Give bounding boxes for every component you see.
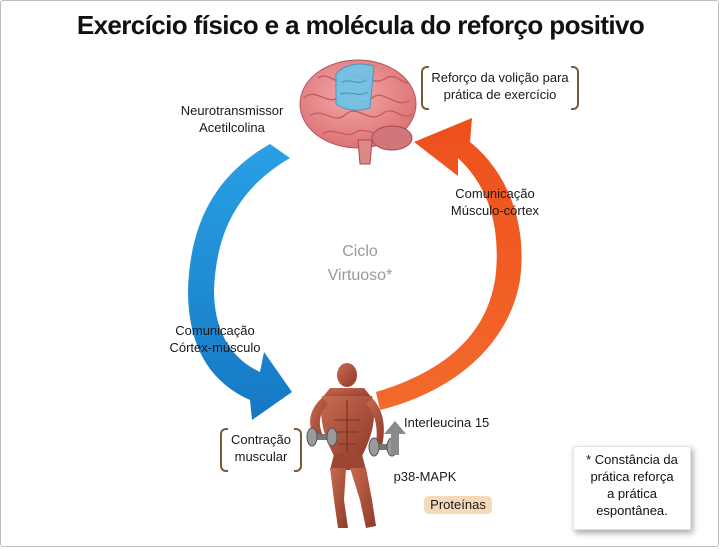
proteinas-badge: Proteínas	[424, 496, 492, 514]
label-comunicacao-cm-line2: Córtex-músculo	[169, 340, 261, 355]
muscle-anatomy-figure	[306, 363, 398, 528]
note-box: * Constância da prática reforça a prátic…	[573, 446, 691, 530]
note-line4: espontânea.	[596, 503, 668, 518]
note-line3: a prática	[607, 486, 657, 501]
label-comunicacao-cm-line1: Comunicação	[175, 323, 255, 338]
page-title: Exercício físico e a molécula do reforço…	[76, 10, 645, 40]
label-comunicacao-mc-line2: Músculo-córtex	[450, 203, 540, 218]
label-neurotransmissor-line2: Acetilcolina	[199, 120, 265, 135]
contracao-line2: muscular	[234, 449, 288, 464]
reforco-line2: prática de exercício	[443, 87, 557, 102]
label-p38-mapk: p38-MAPK	[393, 469, 457, 484]
center-label-line1: Ciclo	[342, 243, 378, 260]
label-comunicacao-musculo-cortex: Comunicação Músculo-córtex	[425, 185, 565, 219]
center-label: Ciclo Virtuoso*	[290, 240, 430, 288]
reforco-box: Reforço da volição para prática de exerc…	[421, 66, 579, 110]
label-neurotransmissor-line1: Neurotransmissor	[180, 103, 284, 118]
note-line1: * Constância da	[586, 452, 678, 467]
label-comunicacao-mc-line1: Comunicação	[455, 186, 535, 201]
label-neurotransmissor: Neurotransmissor Acetilcolina	[162, 102, 302, 136]
reforco-line1: Reforço da volição para	[431, 70, 569, 85]
label-comunicacao-cortex-musculo: Comunicação Córtex-músculo	[145, 322, 285, 356]
center-label-line2: Virtuoso*	[327, 267, 393, 284]
contracao-box: Contração muscular	[220, 428, 302, 472]
note-line2: prática reforça	[590, 469, 674, 484]
orange-cycle-arrow	[376, 118, 522, 410]
label-interleucina: Interleucina 15	[404, 415, 490, 430]
contracao-line1: Contração	[231, 432, 291, 447]
brain-illustration	[299, 59, 417, 165]
blue-cycle-arrow	[188, 144, 292, 420]
gray-arrow	[384, 421, 406, 455]
